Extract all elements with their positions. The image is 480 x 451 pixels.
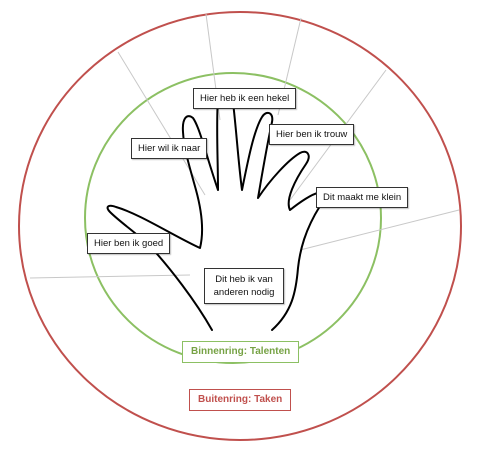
outer-ring (18, 11, 462, 441)
label-naar: Hier wil ik naar (131, 138, 208, 159)
hand-outline (106, 88, 324, 331)
label-trouw: Hier ben ik trouw (269, 124, 355, 145)
label-hekel: Hier heb ik een hekel (193, 88, 297, 109)
outer-ring-label: Buitenring: Taken (189, 389, 292, 411)
label-nodig: Dit heb ik van anderen nodig (204, 268, 284, 304)
inner-ring-label: Binnenring: Talenten (182, 341, 300, 363)
label-klein: Dit maakt me klein (316, 187, 409, 208)
label-nodig-line2: anderen nodig (213, 287, 275, 298)
inner-ring (84, 72, 382, 364)
label-nodig-line1: Dit heb ik van (215, 274, 273, 285)
label-goed: Hier ben ik goed (87, 233, 171, 254)
